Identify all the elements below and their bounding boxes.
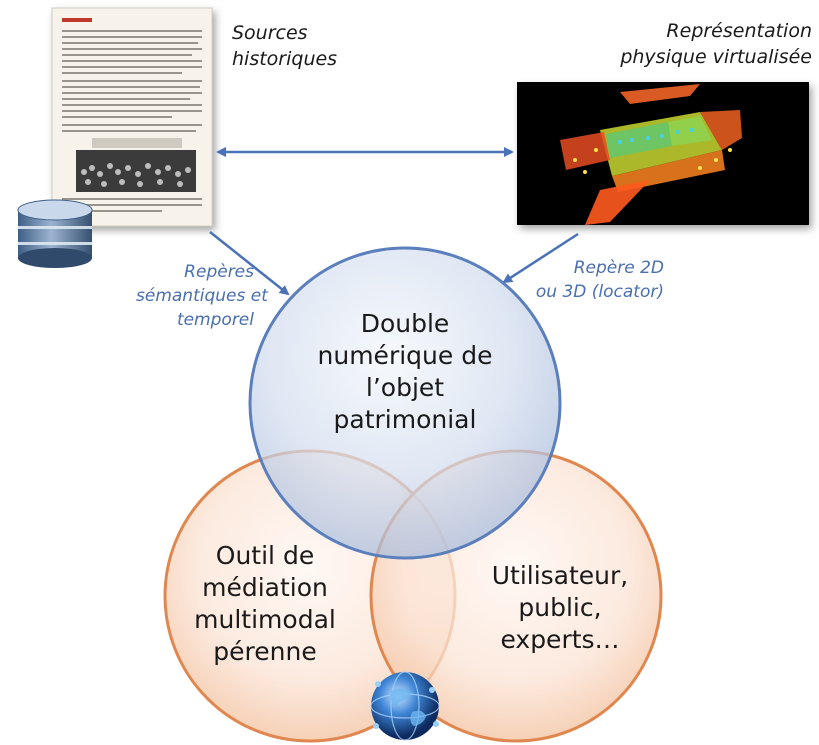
label-reperes-line-3: temporel	[176, 310, 254, 330]
circle-top-line-4: patrimonial	[333, 405, 477, 434]
globe-icon	[370, 671, 440, 741]
label-reperes-line-1: Repères	[184, 262, 254, 282]
label-sources-line-2: historiques	[232, 48, 338, 70]
label-sources: Sources historiques	[232, 20, 337, 72]
circle-right-line-3: experts…	[500, 625, 620, 654]
arrow-representation-to-center	[502, 232, 579, 284]
circle-top-line-3: l’objet	[365, 373, 445, 402]
circle-right-line-1: Utilisateur,	[491, 561, 629, 590]
circle-top-line-2: numérique de	[317, 341, 493, 370]
circle-left-line-2: médiation	[202, 573, 328, 602]
circle-left-line-3: multimodal	[194, 605, 336, 634]
label-reperes-line-2: sémantiques et	[136, 286, 268, 306]
historical-document-thumbnail	[51, 7, 213, 227]
circle-top-text: Double numérique de l’objet patrimonial	[305, 308, 505, 436]
label-repere-2d3d: Repère 2D ou 3D (locator)	[526, 256, 664, 304]
circle-right-text: Utilisateur, public, experts…	[465, 560, 655, 656]
circle-right-line-2: public,	[518, 593, 602, 622]
database-icon	[17, 199, 93, 268]
circle-top-line-1: Double	[360, 309, 450, 338]
label-reperes-semantiques: Repères sémantiques et temporel	[136, 260, 268, 332]
label-representation-line-2: physique virtualisée	[620, 46, 812, 68]
circle-left-text: Outil de médiation multimodal pérenne	[170, 540, 360, 668]
3d-point-cloud-thumbnail	[517, 82, 809, 225]
circle-left-line-4: pérenne	[213, 637, 317, 666]
label-representation-line-1: Représentation	[666, 20, 812, 42]
label-repere-2d3d-line-1: Repère 2D	[573, 258, 664, 278]
label-sources-line-1: Sources	[232, 22, 308, 44]
circle-left-line-1: Outil de	[215, 541, 315, 570]
label-representation: Représentation physique virtualisée	[606, 18, 812, 70]
arrow-sources-to-center	[209, 231, 290, 296]
circle-top	[248, 246, 562, 560]
label-repere-2d3d-line-2: ou 3D (locator)	[535, 282, 664, 302]
